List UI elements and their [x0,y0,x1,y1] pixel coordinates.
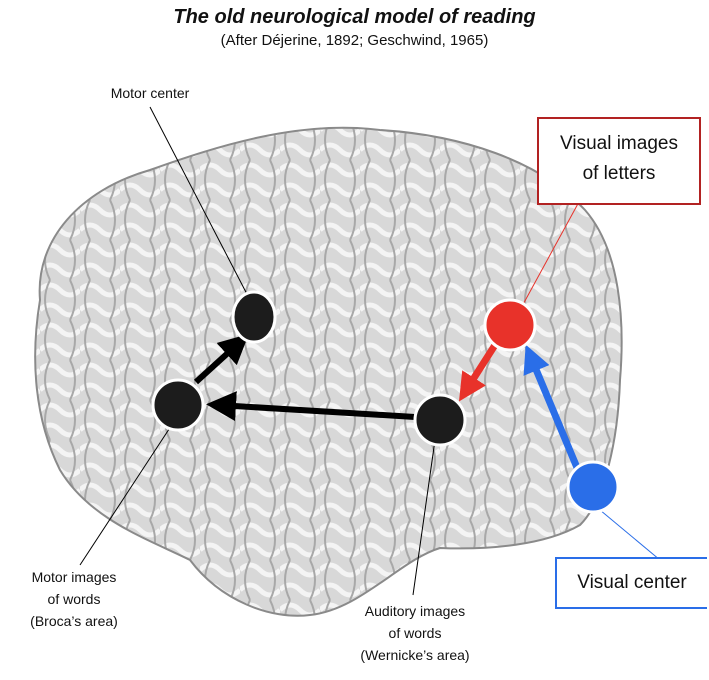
visual-center-box: Visual center [555,557,707,609]
visual-images-box: Visual images of letters [537,117,701,205]
motor-images-label-line1: Motor images [4,566,144,588]
visual-images-label-line2: of letters [539,159,699,189]
visual-images-node [485,300,535,350]
visual-center-node [568,462,618,512]
auditory-images-label: Auditory images of words (Wernicke’s are… [335,600,495,666]
motor-center-node [233,292,275,342]
motor-images-label: Motor images of words (Broca’s area) [4,566,144,632]
auditory-images-label-line3: (Wernicke’s area) [335,644,495,666]
auditory-images-label-line1: Auditory images [335,600,495,622]
visual-center-label: Visual center [577,572,687,593]
broca-node [153,380,203,430]
auditory-images-label-line2: of words [335,622,495,644]
wernicke-node [415,395,465,445]
motor-images-label-line3: (Broca’s area) [4,610,144,632]
visual-center-leader [600,510,660,560]
visual-images-label-line1: Visual images [539,129,699,159]
motor-center-label: Motor center [80,82,220,104]
motor-images-label-line2: of words [4,588,144,610]
